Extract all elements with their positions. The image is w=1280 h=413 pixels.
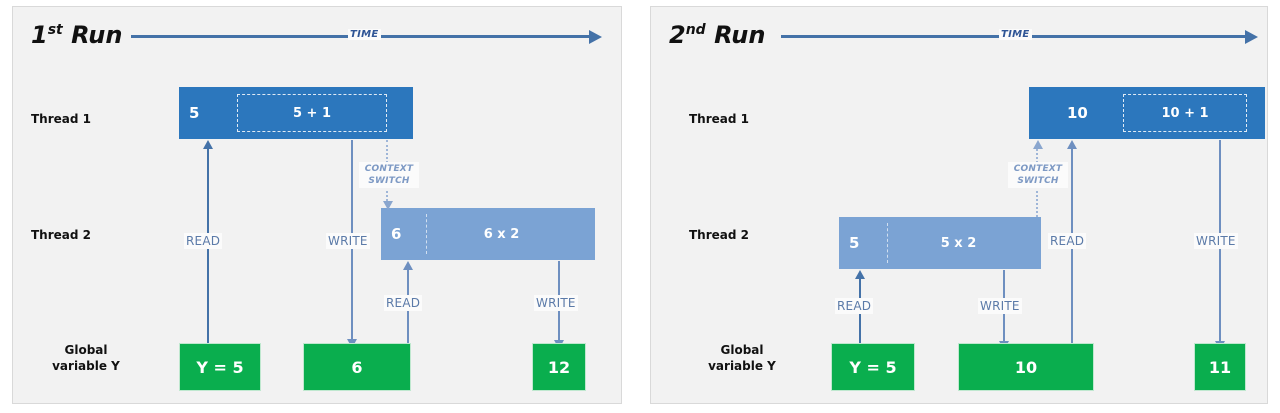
run-title-number: 2 xyxy=(669,21,686,49)
row-label-thread-1: Thread 1 xyxy=(31,112,91,126)
global-value-box-1: Y = 5 xyxy=(831,343,915,391)
thread1-expression: 10 + 1 xyxy=(1123,94,1247,132)
global-value-box-3: 12 xyxy=(532,343,586,391)
op-label-read-2: READ xyxy=(384,295,423,311)
thread1-execution-block: 5 5 + 1 xyxy=(179,87,413,139)
global-value-box-2: 10 xyxy=(958,343,1094,391)
context-switch-label: CONTEXT SWITCH xyxy=(359,162,419,188)
context-switch-connector-bottom xyxy=(1036,191,1038,217)
arrowhead-read-2 xyxy=(1067,140,1077,149)
global-value-box-2: 6 xyxy=(303,343,411,391)
arrowhead-read-2 xyxy=(403,261,413,270)
arrowhead-read-1 xyxy=(203,140,213,149)
run-title-word: Run xyxy=(71,21,123,49)
run-title-ordinal: st xyxy=(47,22,63,38)
run-title-number: 1 xyxy=(31,21,48,49)
run-title-1: 1st Run xyxy=(31,21,122,49)
run-title-2: 2nd Run xyxy=(669,21,765,49)
op-label-read-1: READ xyxy=(184,233,223,249)
thread2-read-value: 5 xyxy=(849,234,860,252)
thread2-execution-block: 5 5 x 2 xyxy=(839,217,1041,269)
context-switch-label: CONTEXT SWITCH xyxy=(1008,162,1068,188)
thread2-expression: 6 x 2 xyxy=(426,214,576,254)
time-axis-label-1: TIME xyxy=(348,29,381,40)
context-switch-arrowhead xyxy=(1033,140,1043,149)
context-switch-connector-top xyxy=(1033,140,1043,163)
context-switch-connector-top xyxy=(386,140,388,163)
thread1-read-value: 10 xyxy=(1067,104,1088,122)
row-label-global-variable: Global variable Y xyxy=(708,343,776,373)
op-label-read-2: READ xyxy=(1048,233,1087,249)
time-axis-label-2: TIME xyxy=(999,29,1032,40)
row-label-thread-2: Thread 2 xyxy=(689,228,749,242)
row-label-global-variable: Global variable Y xyxy=(52,343,120,373)
row-label-thread-1: Thread 1 xyxy=(689,112,749,126)
arrowhead-read-1 xyxy=(855,270,865,279)
thread1-execution-block: 10 10 + 1 xyxy=(1029,87,1265,139)
thread1-read-value: 5 xyxy=(189,104,200,122)
thread1-expression: 5 + 1 xyxy=(237,94,387,132)
op-label-read-1: READ xyxy=(835,298,874,314)
run-title-word: Run xyxy=(714,21,766,49)
thread2-expression: 5 x 2 xyxy=(887,223,1029,263)
global-value-box-1: Y = 5 xyxy=(179,343,261,391)
op-label-write-1: WRITE xyxy=(326,233,370,249)
thread2-execution-block: 6 6 x 2 xyxy=(381,208,595,260)
op-label-write-1: WRITE xyxy=(978,298,1022,314)
panel-run-2: 2nd Run TIME Thread 1 Thread 2 Global va… xyxy=(650,6,1268,404)
row-label-thread-2: Thread 2 xyxy=(31,228,91,242)
op-label-write-2: WRITE xyxy=(1194,233,1238,249)
global-value-box-3: 11 xyxy=(1194,343,1246,391)
op-label-write-2: WRITE xyxy=(534,295,578,311)
context-switch-arrowhead xyxy=(383,201,393,210)
thread2-read-value: 6 xyxy=(391,225,402,243)
run-title-ordinal: nd xyxy=(685,22,706,38)
panel-run-1: 1st Run TIME Thread 1 Thread 2 Global va… xyxy=(12,6,622,404)
context-switch-connector-bottom xyxy=(383,191,393,210)
